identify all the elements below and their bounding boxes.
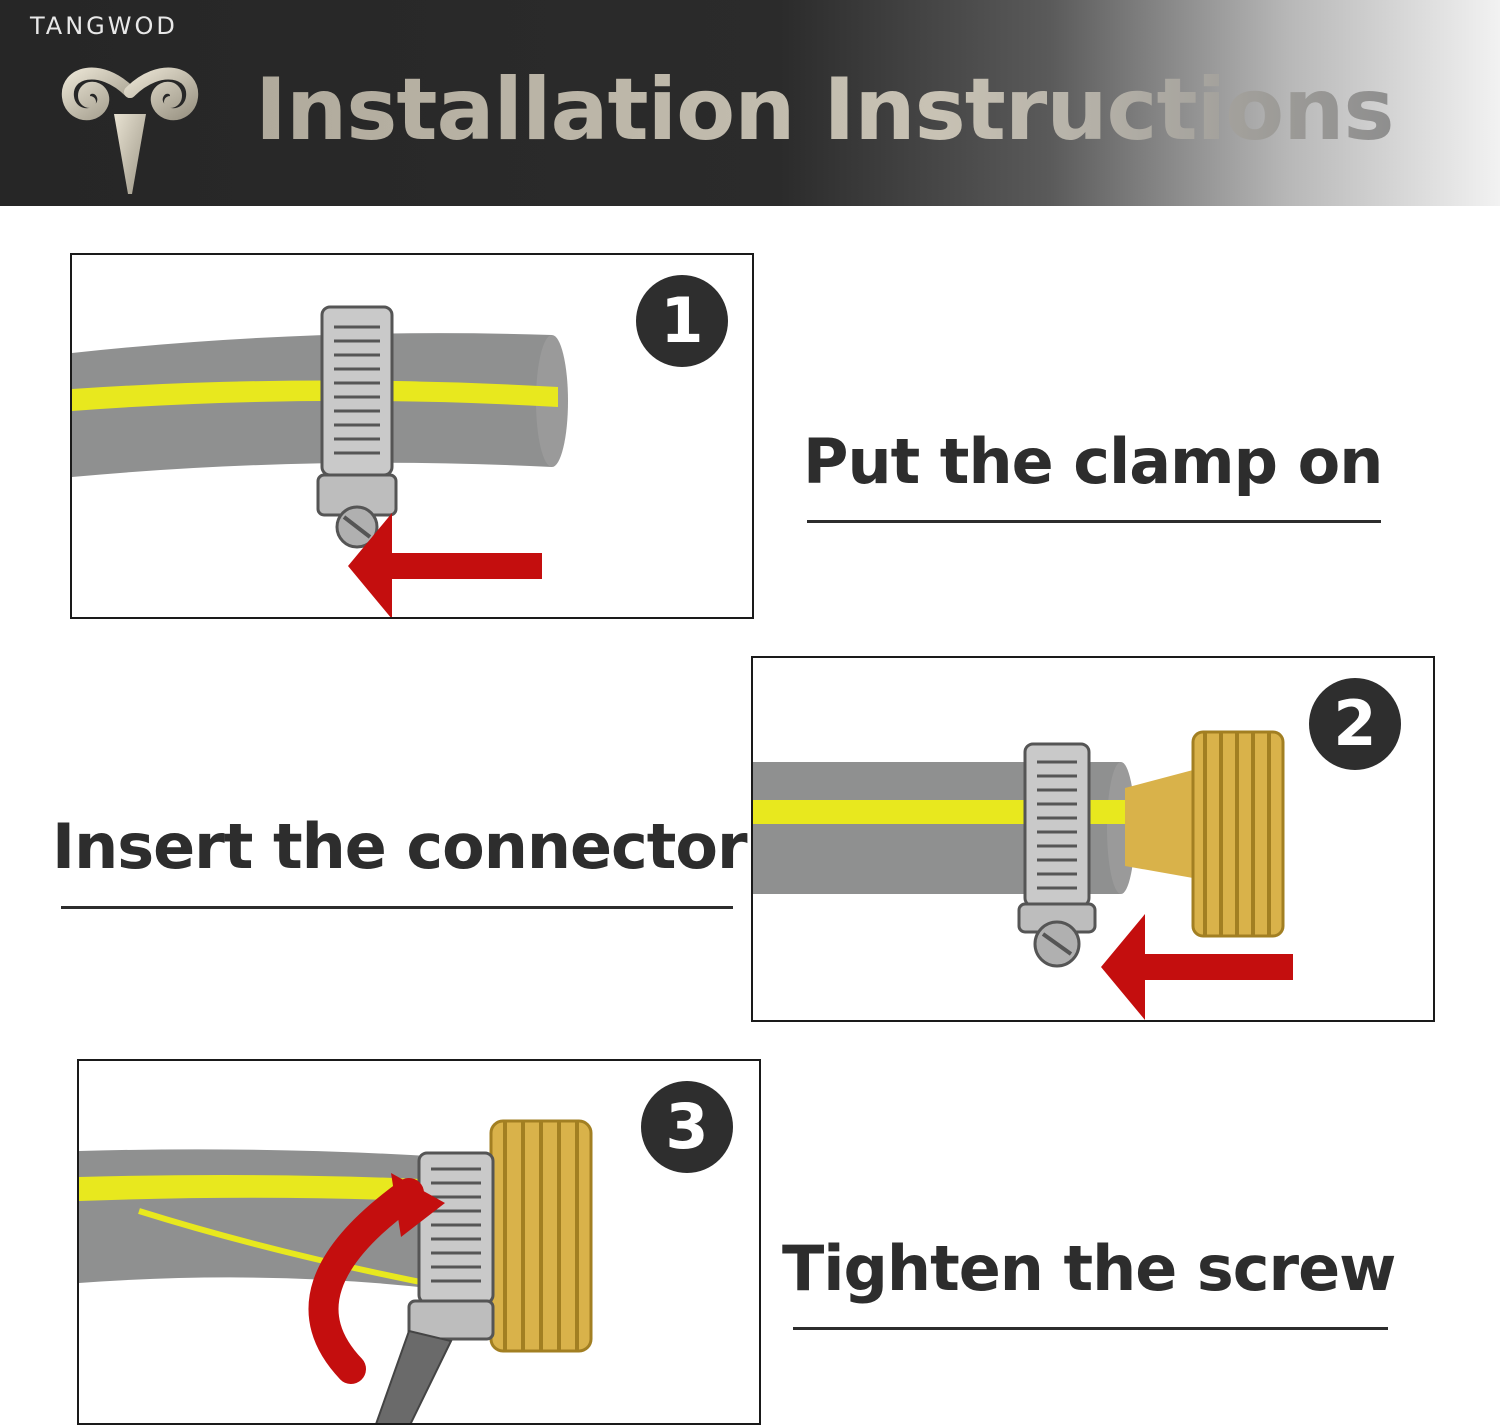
- step-2-caption: Insert the connector: [52, 810, 748, 883]
- step-2-illustration: [753, 730, 1293, 1020]
- step-1-caption: Put the clamp on: [803, 425, 1383, 498]
- step-2-image-panel: 2: [751, 656, 1435, 1022]
- step-1-illustration: [72, 305, 568, 617]
- step-3-caption-underline: [793, 1327, 1388, 1330]
- step-3-caption: Tighten the screw: [782, 1232, 1396, 1305]
- step-2-caption-underline: [61, 906, 733, 909]
- brand-name: TANGWOD: [30, 12, 178, 40]
- step-3-image-panel: 3: [77, 1059, 761, 1425]
- header-banner: TANGWOD Installation Instructions: [0, 0, 1500, 206]
- ram-horn-logo-icon: [61, 67, 199, 194]
- step-1-image-panel: 1: [70, 253, 754, 619]
- step-3-illustration: [79, 1119, 593, 1423]
- step-number-badge: 1: [636, 275, 728, 367]
- step-1-caption-underline: [807, 520, 1381, 523]
- step-number-badge: 3: [641, 1081, 733, 1173]
- step-number-badge: 2: [1309, 678, 1401, 770]
- page-title: Installation Instructions: [255, 60, 1395, 160]
